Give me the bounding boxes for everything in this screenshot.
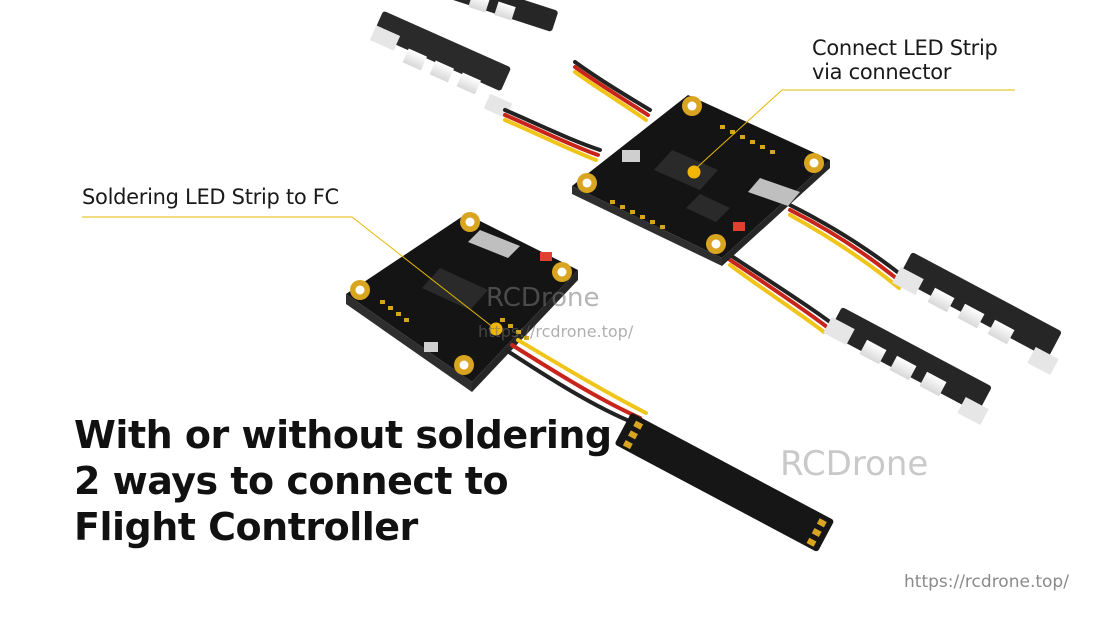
watermark-right: RCDrone [780,444,929,484]
watermark-center: RCDrone [486,283,600,313]
callout-dot-solder [489,322,503,336]
callout-leaders [82,89,1015,329]
led-strip-right-1 [892,252,1062,376]
callout-dot-connector [687,165,701,179]
led-strip-top-left-1 [438,0,558,32]
connector-callout-line-2: via connector [812,60,952,84]
flight-controller-connector [572,95,830,266]
watermark-footer-url: https://rcdrone.top/ [904,572,1069,592]
headline-line-2: 2 ways to connect to [74,459,509,503]
solder-callout: Soldering LED Strip to FC [82,185,339,209]
wires-top-right [728,203,907,334]
solder-callout-text: Soldering LED Strip to FC [82,185,339,209]
soldered-wires [504,338,648,425]
headline: With or without soldering 2 ways to conn… [74,412,612,550]
flight-controller-solder [346,212,578,392]
watermark-center-url: https://rcdrone.top/ [478,322,634,341]
wires-top-left [503,60,652,162]
headline-line-3: Flight Controller [74,505,418,549]
connector-callout-line-1: Connect LED Strip [812,36,998,60]
led-strip-top-left-2 [369,11,513,119]
led-strip-right-2 [823,307,992,426]
armlight-strip [615,413,834,552]
headline-line-1: With or without soldering [74,413,612,457]
connector-callout: Connect LED Strip via connector [812,36,998,84]
